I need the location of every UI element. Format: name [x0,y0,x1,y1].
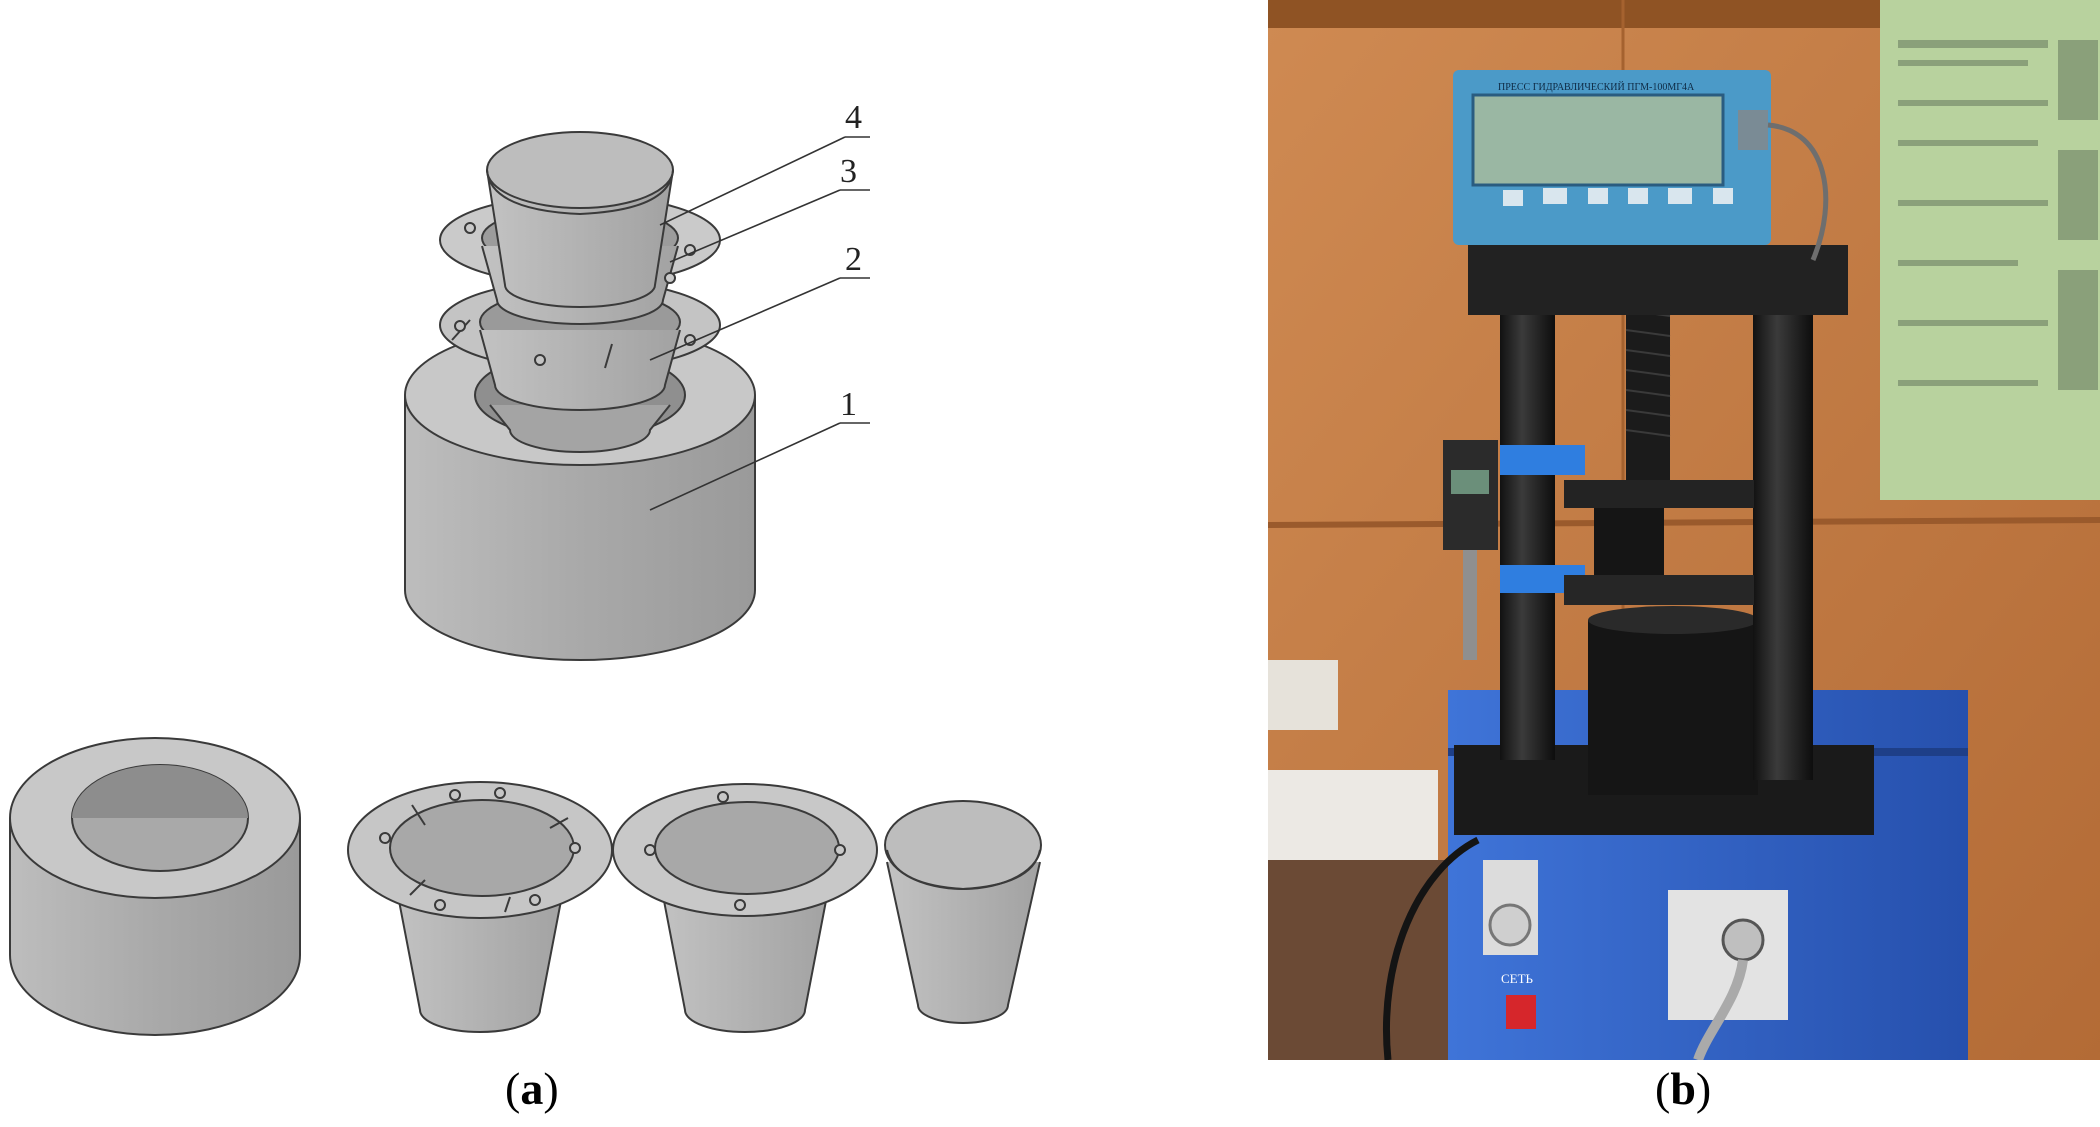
power-cable [1382,836,1480,1061]
controller-title: ПРЕСС ГИДРАВЛИЧЕСКИЙ ПГМ-100МГ4А [1498,81,1695,93]
assembled-mold [404,131,756,661]
part-4-plunger [486,131,674,308]
assembled-cone-lower [489,404,671,453]
press-screw [1626,290,1670,480]
controller-buttons[interactable] [1503,188,1733,206]
pressure-knob[interactable] [1488,903,1532,947]
valve-handle[interactable] [1721,918,1765,962]
upper-moving-plate [1564,480,1754,508]
paper-stack [1268,770,1438,860]
panel-a-mold-drawing: 4 3 2 1 [9,99,1042,1114]
callout-1: 1 [840,386,857,423]
mold-assembly-drawing: 4 3 2 1 [9,99,1042,1036]
hydraulic-press-photo: СЕТЬ ПРЕСС ГИДРАВЛИЧЕСКИЙ ПГМ-100МГ4А [1267,0,2100,1062]
press-top-crossbar [1468,245,1848,315]
caption-a: (a) [505,1063,559,1114]
mold-cylinder [1588,620,1758,795]
wall-socket [1268,660,1338,730]
side-gauge [1443,440,1498,550]
controller-connector [1738,110,1768,150]
wall-shelf-line [1267,517,2100,528]
callout-2: 2 [845,241,862,278]
power-switch[interactable] [1506,995,1536,1029]
desk-object [1268,860,1458,1060]
press-left-column [1500,290,1555,760]
caption-b: (b) [1655,1063,1712,1114]
press-right-column [1753,290,1813,780]
power-switch-label: СЕТЬ [1501,971,1534,986]
controller-display [1471,93,1725,187]
exploded-part-outer-cylinder [9,737,301,1036]
callout-4: 4 [845,99,862,136]
side-gauge-post [1463,550,1477,660]
lower-moving-plate [1564,575,1754,605]
panel-b-press-photo: СЕТЬ ПРЕСС ГИДРАВЛИЧЕСКИЙ ПГМ-100МГ4А [1267,0,2100,1114]
side-gauge-display [1451,470,1489,494]
hydraulic-hose [1693,959,1748,1062]
controller-cable [1767,122,1829,261]
callouts [649,136,870,511]
exploded-part-plunger [884,800,1042,1024]
exploded-part-upper-sleeve [612,783,878,1033]
poster-content [1898,40,2098,390]
callout-3: 3 [840,153,857,190]
mold-cylinder-top [1588,606,1758,634]
plunger-punch [1594,508,1664,583]
blue-tape-upper [1500,445,1585,475]
exploded-part-lower-sleeve [347,781,613,1033]
